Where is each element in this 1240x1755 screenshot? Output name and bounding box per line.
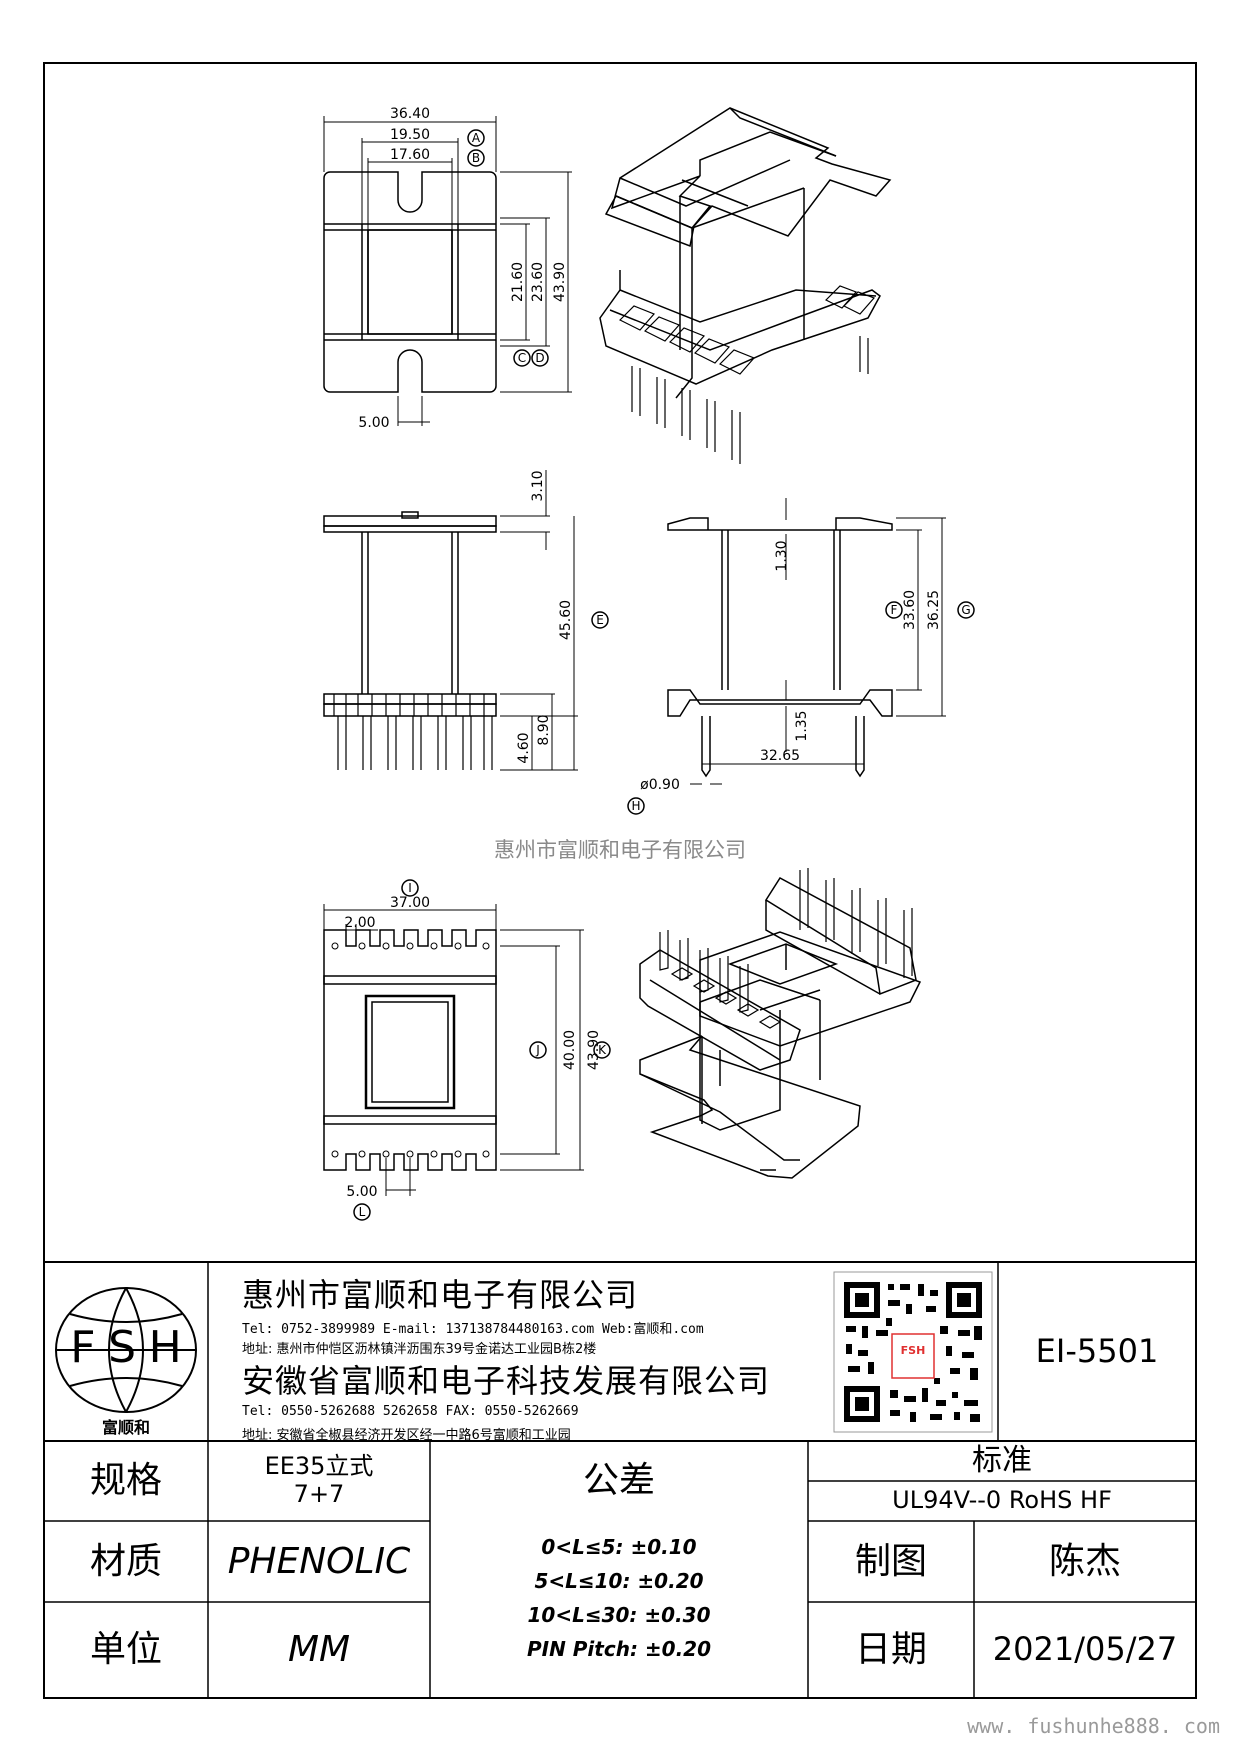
dim-top-h-c: 21.60 <box>510 262 526 302</box>
unit-value: MM <box>287 1628 351 1670</box>
logo-letter-s: S <box>108 1322 137 1373</box>
tolerance-row: 0<L≤5: ±0.10 <box>541 1535 697 1559</box>
logo-letters: F S H <box>64 1322 188 1373</box>
drawn-value: 陈杰 <box>1048 1540 1121 1582</box>
svg-text:8.90: 8.90 <box>536 714 552 745</box>
svg-text:D: D <box>535 351 544 365</box>
sheet-border <box>43 62 1197 1699</box>
svg-text:K: K <box>598 1043 607 1057</box>
dim-top-h-total: 43.90 <box>552 262 568 302</box>
dim-top-slot: 5.00 <box>358 415 389 431</box>
logo-letter-f: F <box>70 1322 96 1373</box>
svg-text:B: B <box>472 151 480 165</box>
watermark-bottom: www. fushunhe888. com <box>967 1714 1220 1738</box>
svg-text:I: I <box>408 881 412 895</box>
standard-value: UL94V--0 RoHS HF <box>892 1486 1112 1515</box>
svg-text:E: E <box>596 613 604 627</box>
dim-top-w-b: 17.60 <box>390 147 430 163</box>
company-2-contact: Tel: 0550-5262688 5262658 FAX: 0550-5262… <box>242 1404 579 1419</box>
company-1-address: 地址: 惠州市仲恺区沥林镇泮沥围东39号金诺达工业园B栋2楼 <box>242 1342 597 1357</box>
svg-text:1.35: 1.35 <box>794 710 810 741</box>
company-name-1: 惠州市富顺和电子有限公司 <box>242 1276 639 1314</box>
svg-text:33.60: 33.60 <box>902 590 918 630</box>
tolerance-row: PIN Pitch: ±0.20 <box>526 1637 712 1661</box>
dim-top-w-total: 36.40 <box>390 106 430 122</box>
svg-text:A: A <box>472 131 481 145</box>
svg-text:H: H <box>631 799 640 813</box>
dim-top-w-a: 19.50 <box>390 127 430 143</box>
svg-text:45.60: 45.60 <box>558 600 574 640</box>
svg-text:32.65: 32.65 <box>760 748 800 764</box>
dim-top-h-d: 23.60 <box>530 262 546 302</box>
fsh-logo <box>55 1287 197 1413</box>
svg-text:F: F <box>891 603 898 617</box>
front-view: 3.10 45.60 8.90 4.60 E <box>323 470 609 771</box>
svg-text:37.00: 37.00 <box>390 895 430 911</box>
svg-text:4.60: 4.60 <box>516 732 532 763</box>
iso-view-bottom <box>639 868 922 1179</box>
svg-text:5.00: 5.00 <box>346 1184 377 1200</box>
svg-text:1.30: 1.30 <box>774 540 790 571</box>
side-view: 1.30 33.60 36.25 1.35 32.65 ø0.90 F G H <box>627 498 975 815</box>
company-1-contact: Tel: 0752-3899989 E-mail: 13713878448016… <box>242 1322 704 1337</box>
tolerance-row: 10<L≤30: ±0.30 <box>527 1603 711 1627</box>
standard-label: 标准 <box>972 1442 1032 1478</box>
tolerance-label: 公差 <box>582 1460 655 1502</box>
date-value: 2021/05/27 <box>992 1630 1178 1669</box>
svg-text:L: L <box>359 1205 366 1219</box>
company-name-2: 安徽省富顺和电子科技发展有限公司 <box>242 1362 771 1400</box>
watermark-center: 惠州市富顺和电子有限公司 <box>494 838 746 862</box>
bottom-view: 37.00 2.00 40.00 43.90 5.00 I J K L <box>323 879 611 1221</box>
top-view: 36.40 19.50 17.60 21.60 23.60 43.90 5.00… <box>323 106 572 431</box>
svg-text:C: C <box>518 351 526 365</box>
svg-text:J: J <box>535 1043 540 1057</box>
tolerance-list: 0<L≤5: ±0.10 5<L≤10: ±0.20 10<L≤30: ±0.3… <box>430 1530 808 1666</box>
svg-text:3.10: 3.10 <box>530 470 546 501</box>
qr-badge: FSH <box>900 1344 926 1357</box>
svg-text:36.25: 36.25 <box>926 590 942 630</box>
qr-code <box>833 1271 993 1433</box>
svg-text:ø0.90: ø0.90 <box>640 777 680 793</box>
material-label: 材质 <box>89 1540 162 1582</box>
unit-label: 单位 <box>89 1628 162 1670</box>
material-value: PHENOLIC <box>227 1540 411 1582</box>
logo-caption: 富顺和 <box>101 1418 150 1437</box>
svg-text:2.00: 2.00 <box>344 915 375 931</box>
svg-text:G: G <box>961 603 970 617</box>
spec-value-line-2: 7+7 <box>293 1480 345 1508</box>
spec-value-line-1: EE35立式 <box>264 1452 374 1481</box>
logo-letter-h: H <box>148 1322 182 1373</box>
spec-label: 规格 <box>89 1460 162 1502</box>
date-label: 日期 <box>854 1628 927 1670</box>
svg-text:40.00: 40.00 <box>562 1030 578 1070</box>
spec-value: EE35立式 7+7 <box>208 1441 430 1521</box>
tolerance-row: 5<L≤10: ±0.20 <box>534 1569 704 1593</box>
company-2-address: 地址: 安徽省全椒县经济开发区经一中路6号富顺和工业园 <box>242 1428 571 1443</box>
drawn-label: 制图 <box>854 1540 927 1582</box>
part-number: EI-5501 <box>1035 1332 1159 1371</box>
title-block-grid <box>44 1262 1196 1697</box>
iso-view-top <box>599 107 892 464</box>
